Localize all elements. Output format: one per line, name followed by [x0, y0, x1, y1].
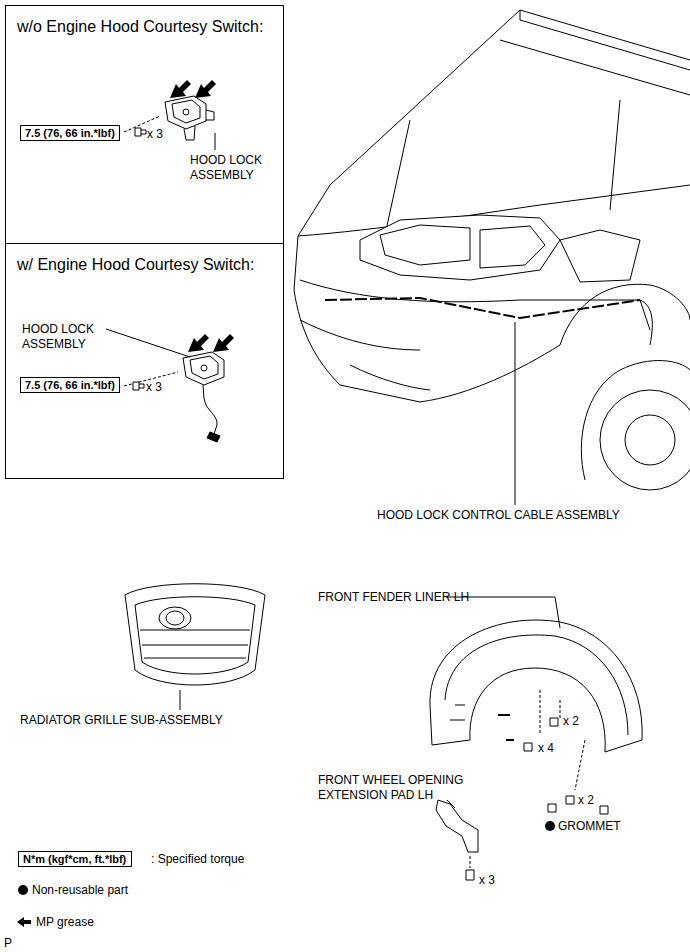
- quantity-note: x 3: [146, 380, 162, 395]
- part-label: HOOD LOCK ASSEMBLY: [22, 322, 107, 352]
- panel-heading: w/ Engine Hood Courtesy Switch:: [6, 244, 283, 274]
- part-label: GROMMET: [558, 819, 621, 834]
- quantity-note: x 2: [578, 793, 594, 808]
- legend-text: : Specified torque: [151, 852, 244, 866]
- torque-box: N*m (kgf*cm, ft.*lbf): [18, 851, 132, 867]
- legend-text: Non-reusable part: [32, 883, 128, 897]
- torque-box: 7.5 (76, 66 in.*lbf): [20, 377, 120, 393]
- torque-box: 7.5 (76, 66 in.*lbf): [20, 125, 120, 141]
- part-label: RADIATOR GRILLE SUB-ASSEMBLY: [20, 713, 223, 728]
- part-label: FRONT WHEEL OPENING EXTENSION PAD LH: [318, 773, 468, 803]
- part-label: FRONT FENDER LINER LH: [318, 590, 469, 605]
- quantity-note: x 2: [563, 714, 579, 729]
- quantity-note: x 3: [479, 873, 495, 888]
- torque-value: N*m (kgf*cm, ft.*lbf): [23, 853, 127, 865]
- part-label: HOOD LOCK CONTROL CABLE ASSEMBLY: [377, 508, 620, 523]
- quantity-note: x 3: [147, 127, 163, 142]
- torque-value: 7.5 (76, 66 in.*lbf): [25, 379, 115, 391]
- variant-panel: w/ Engine Hood Courtesy Switch: 7.5 (76, …: [5, 243, 284, 479]
- legend-text: MP grease: [36, 915, 94, 929]
- part-label: P: [4, 936, 12, 951]
- variant-panel: w/o Engine Hood Courtesy Switch: 7.5 (76,…: [5, 5, 284, 244]
- panel-heading: w/o Engine Hood Courtesy Switch:: [6, 6, 283, 36]
- part-label: HOOD LOCK ASSEMBLY: [190, 153, 275, 183]
- torque-value: 7.5 (76, 66 in.*lbf): [25, 127, 115, 139]
- quantity-note: x 4: [538, 741, 554, 756]
